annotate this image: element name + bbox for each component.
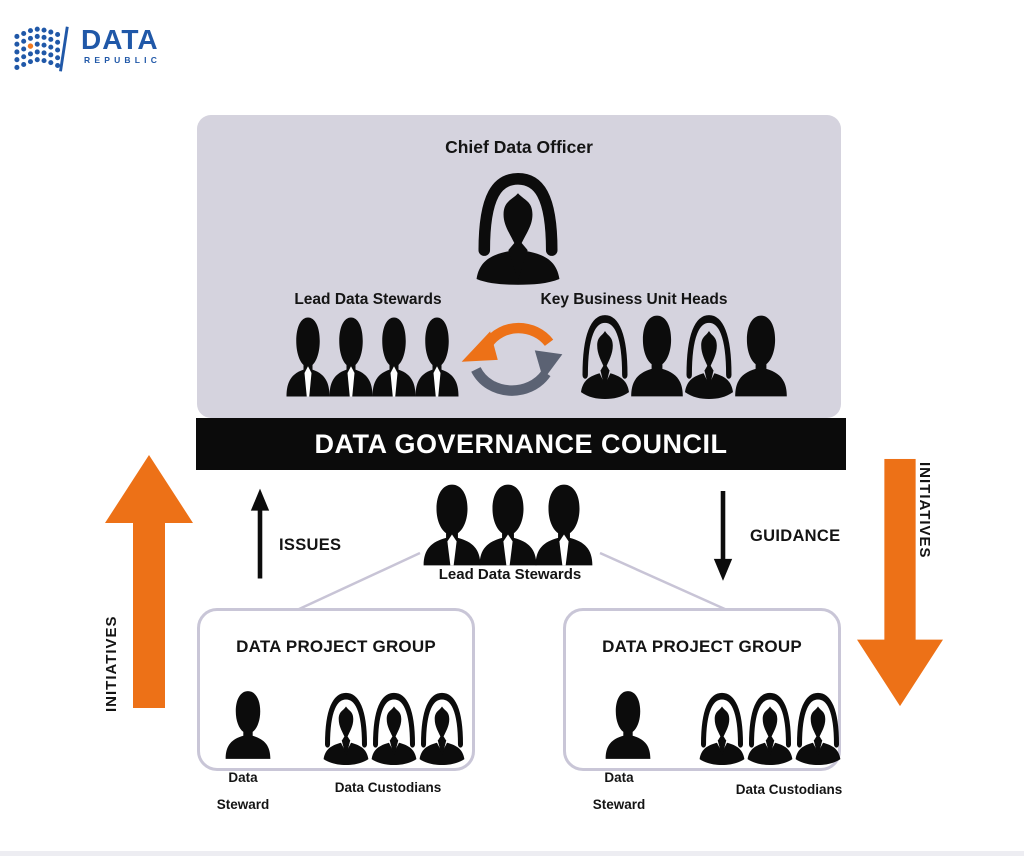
project-group-right: DATA PROJECT GROUP — [563, 608, 841, 771]
exchange-cycle-arrows-icon — [455, 310, 569, 406]
issues-label: ISSUES — [279, 536, 342, 554]
business-unit-heads-group — [575, 313, 791, 399]
initiatives-right-label: INITIATIVES — [916, 462, 933, 559]
key-business-unit-heads-label: Key Business Unit Heads — [540, 291, 728, 308]
data-steward-icon — [222, 689, 274, 761]
bottom-edge — [0, 851, 1024, 856]
project-group-title: DATA PROJECT GROUP — [602, 637, 802, 656]
lead-data-stewards-label: Lead Data Stewards — [294, 291, 442, 308]
data-custodians-label: Data Custodians — [334, 780, 442, 795]
project-group-left: DATA PROJECT GROUP — [197, 608, 475, 771]
council-banner-title: DATA GOVERNANCE COUNCIL — [314, 429, 728, 459]
data-steward-label: Data Steward — [216, 770, 270, 812]
data-custodians-label: Data Custodians — [735, 782, 843, 797]
logo-subtitle: REPUBLIC — [84, 55, 162, 65]
mid-lead-data-stewards-label: Lead Data Stewards — [438, 566, 582, 583]
data-steward-icon — [602, 689, 654, 761]
data-custodians-group — [318, 691, 470, 765]
mid-lead-data-stewards-group — [419, 482, 597, 568]
custodian-woman-icon — [790, 691, 846, 765]
project-group-title: DATA PROJECT GROUP — [236, 637, 436, 656]
guidance-label: GUIDANCE — [750, 527, 841, 545]
steward-icon — [531, 482, 597, 568]
man-icon — [627, 313, 687, 399]
initiatives-left-label: INITIATIVES — [103, 615, 120, 712]
woman-icon — [575, 313, 635, 399]
data-steward-label: Data Steward — [592, 770, 646, 812]
issues-up-arrow-icon — [249, 486, 271, 583]
woman-icon — [679, 313, 739, 399]
man-icon — [731, 313, 791, 399]
data-republic-flag-icon — [14, 26, 69, 72]
council-box: Chief Data Officer Lead Data Stewards Ke… — [197, 115, 841, 418]
guidance-down-arrow-icon — [712, 487, 734, 583]
cdo-label: Chief Data Officer — [445, 137, 593, 157]
logo: DATA REPUBLIC — [14, 26, 161, 74]
logo-title: DATA — [81, 24, 159, 55]
connector-lines — [296, 551, 728, 612]
lead-data-stewards-group — [283, 315, 462, 399]
data-custodians-group — [694, 691, 846, 765]
chief-data-officer-icon — [465, 161, 571, 293]
custodian-woman-icon — [414, 691, 470, 765]
council-banner: DATA GOVERNANCE COUNCIL — [196, 418, 846, 470]
